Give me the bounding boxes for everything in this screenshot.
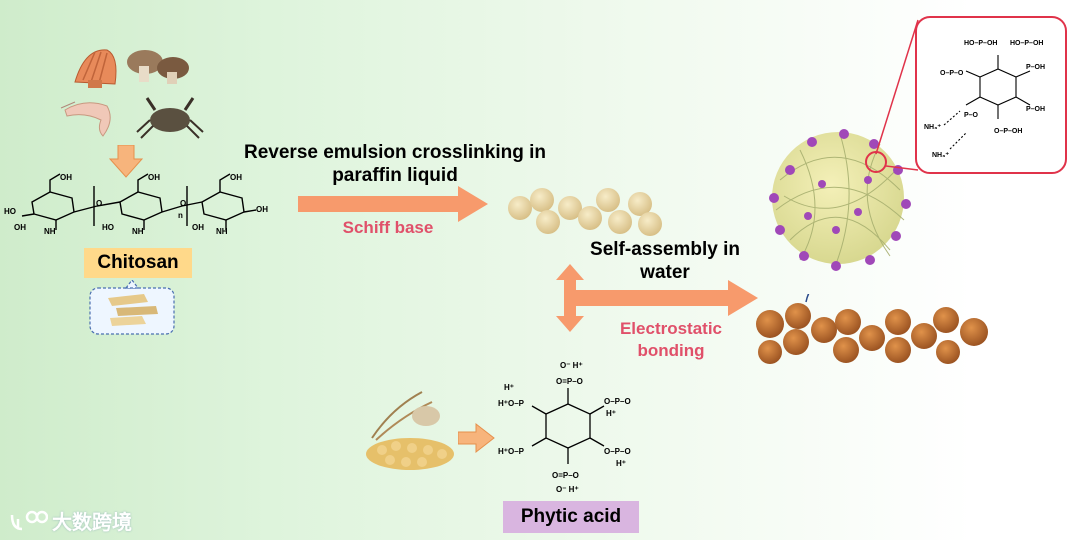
svg-text:O: O	[180, 199, 186, 208]
electrostatic-bonding-text: Electrostatic bonding	[592, 318, 750, 362]
watermark-logo-icon	[10, 510, 48, 531]
grains-seeds-illustration	[366, 391, 454, 470]
svg-text:P–OH: P–OH	[1026, 106, 1045, 113]
svg-text:OH: OH	[148, 173, 160, 182]
phytic-chitosan-particles	[756, 294, 988, 364]
svg-text:H⁺: H⁺	[504, 383, 514, 392]
svg-text:n: n	[178, 211, 183, 220]
phytic-acid-structure: O=P–O O⁻ H⁺ O–P–O H⁺ O–P–O H⁺ O=P–O O⁻ H…	[498, 361, 631, 494]
chitosan-sources-illustration	[60, 49, 204, 139]
reverse-emulsion-line1: Reverse emulsion crosslinking in	[244, 142, 546, 163]
crab-icon	[136, 97, 204, 139]
right-arrow-crosslinking	[298, 186, 488, 222]
electrostatic-line2: bonding	[637, 341, 705, 360]
svg-text:O–P–O: O–P–O	[604, 397, 631, 406]
right-small-arrow-icon	[458, 422, 495, 454]
svg-text:HO–P–OH: HO–P–OH	[964, 40, 997, 47]
svg-text:OH: OH	[256, 205, 268, 214]
reverse-emulsion-line2: paraffin liquid	[332, 165, 458, 186]
svg-text:HO–P–OH: HO–P–OH	[1010, 40, 1043, 47]
svg-text:NH: NH	[44, 227, 56, 236]
chitosan-structure-diagram: OH OH OH HO OH NH HO NH OH NH OH O O n	[4, 173, 268, 236]
chitosan-flakes-callout	[89, 280, 175, 335]
wheat-icon	[371, 391, 440, 441]
svg-text:P–OH: P–OH	[1026, 64, 1045, 71]
svg-text:H⁺O–P: H⁺O–P	[498, 399, 525, 408]
svg-text:NH₃⁺: NH₃⁺	[932, 152, 949, 159]
svg-text:OH: OH	[230, 173, 242, 182]
svg-text:NH₃⁺: NH₃⁺	[924, 124, 941, 131]
zoom-connector-lines	[875, 19, 919, 171]
svg-text:H⁺: H⁺	[606, 409, 616, 418]
scallop-shell-icon	[74, 49, 117, 88]
svg-text:P–O: P–O	[964, 112, 979, 119]
phytic-acid-label: Phytic acid	[503, 501, 639, 533]
svg-text:O–P–O: O–P–O	[940, 70, 964, 77]
soybean-icon	[366, 438, 454, 470]
svg-text:O–P–O: O–P–O	[604, 447, 631, 456]
svg-text:OH: OH	[14, 223, 26, 232]
self-assembly-text: Self-assembly in water	[570, 238, 760, 284]
mushroom-icon	[127, 50, 189, 84]
svg-text:O⁻ H⁺: O⁻ H⁺	[560, 361, 583, 370]
self-assembled-nanosphere	[769, 129, 911, 271]
chitosan-microspheres	[508, 188, 662, 236]
svg-text:HO: HO	[102, 223, 114, 232]
down-arrow-icon	[108, 145, 144, 178]
bidirectional-arrow	[556, 264, 758, 332]
watermark-text: 大数跨境	[52, 512, 132, 534]
svg-text:O–P–OH: O–P–OH	[994, 128, 1022, 135]
svg-text:O: O	[96, 199, 102, 208]
svg-text:H⁺: H⁺	[616, 459, 626, 468]
self-assembly-line1: Self-assembly in	[590, 239, 740, 260]
schiff-base-text: Schiff base	[342, 218, 434, 237]
electrostatic-line1: Electrostatic	[619, 319, 723, 338]
svg-text:O=P–O: O=P–O	[556, 377, 583, 386]
svg-text:OH: OH	[60, 173, 72, 182]
svg-text:HO: HO	[4, 207, 16, 216]
svg-text:H⁺O–P: H⁺O–P	[498, 447, 525, 456]
svg-text:O=P–O: O=P–O	[552, 471, 579, 480]
svg-text:NH: NH	[216, 227, 228, 236]
zoom-inset-structure: HO–P–OH HO–P–OH O–P–O P–OH P–OH O–P–OH P…	[915, 16, 1067, 174]
reverse-emulsion-text: Reverse emulsion crosslinking in paraffi…	[225, 141, 565, 187]
shrimp-icon	[60, 101, 111, 137]
chitosan-label: Chitosan	[84, 248, 192, 278]
svg-text:O⁻ H⁺: O⁻ H⁺	[556, 485, 579, 494]
svg-text:NH: NH	[132, 227, 144, 236]
self-assembly-line2: water	[640, 262, 690, 283]
svg-text:OH: OH	[192, 223, 204, 232]
